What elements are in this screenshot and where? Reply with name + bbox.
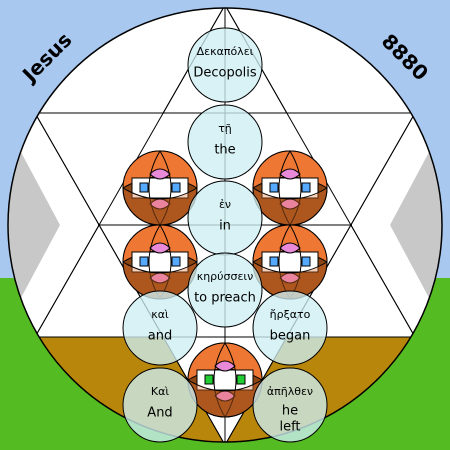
- nose-lobe: [149, 168, 171, 180]
- blue-eye-icon: [171, 182, 181, 193]
- english-word: began: [270, 329, 311, 344]
- word-circle-shape: [122, 367, 198, 443]
- english-word: he: [282, 404, 298, 419]
- word-circle-shape: [187, 104, 263, 180]
- nose-lobe: [149, 242, 171, 254]
- english-word: Decopolis: [193, 66, 257, 81]
- word-circle: ἐν in: [187, 180, 263, 256]
- word-circle: ἤρξατο began: [252, 290, 328, 366]
- word-circle-shape: [122, 290, 198, 366]
- green-eye-icon: [236, 374, 246, 385]
- outer-ring: [7, 7, 443, 443]
- greek-word: κηρύσσειν: [197, 270, 254, 283]
- blue-eye-icon: [269, 256, 279, 267]
- greek-word: ἀπῆλθεν: [267, 385, 313, 398]
- nose-lobe: [214, 360, 236, 372]
- greek-word: καὶ: [151, 308, 169, 321]
- english-word: to preach: [194, 291, 256, 306]
- greek-word: ἤρξατο: [270, 308, 311, 321]
- blue-eye-icon: [139, 256, 149, 267]
- word-circle-shape: [187, 252, 263, 328]
- nose-lobe: [279, 242, 301, 254]
- greek-word: τῇ: [218, 122, 232, 135]
- blue-eye-icon: [301, 256, 311, 267]
- chin: [122, 187, 198, 226]
- english-word-line2: left: [279, 420, 300, 435]
- word-circle: κηρύσσειν to preach: [187, 252, 263, 328]
- mouth-lobe: [214, 390, 236, 402]
- face: [252, 224, 328, 300]
- mouth-lobe: [279, 272, 301, 284]
- face: [187, 342, 263, 418]
- greek-word: ἐν: [219, 198, 231, 211]
- english-word: in: [219, 219, 231, 234]
- english-word: And: [147, 406, 172, 421]
- faces-group: [122, 150, 328, 418]
- word-circle-shape: [252, 290, 328, 366]
- blue-eye-icon: [171, 256, 181, 267]
- nose-lobe: [279, 168, 301, 180]
- chin: [122, 261, 198, 300]
- greek-word: Δεκαπόλει: [197, 45, 254, 58]
- mouth-lobe: [149, 198, 171, 210]
- face: [252, 150, 328, 226]
- blue-eye-icon: [139, 182, 149, 193]
- english-word: the: [214, 143, 235, 158]
- word-circle-shape: [187, 27, 263, 103]
- blue-eye-icon: [301, 182, 311, 193]
- english-word: and: [148, 329, 172, 344]
- word-circle: τῇ the: [187, 104, 263, 180]
- word-circle: καὶ and: [122, 290, 198, 366]
- face: [122, 224, 198, 300]
- mouth-lobe: [279, 198, 301, 210]
- greek-word: Καὶ: [151, 385, 169, 398]
- mouth-lobe: [149, 272, 171, 284]
- word-circle-shape: [252, 367, 328, 443]
- blue-eye-icon: [269, 182, 279, 193]
- face: [122, 150, 198, 226]
- green-eye-icon: [204, 374, 214, 385]
